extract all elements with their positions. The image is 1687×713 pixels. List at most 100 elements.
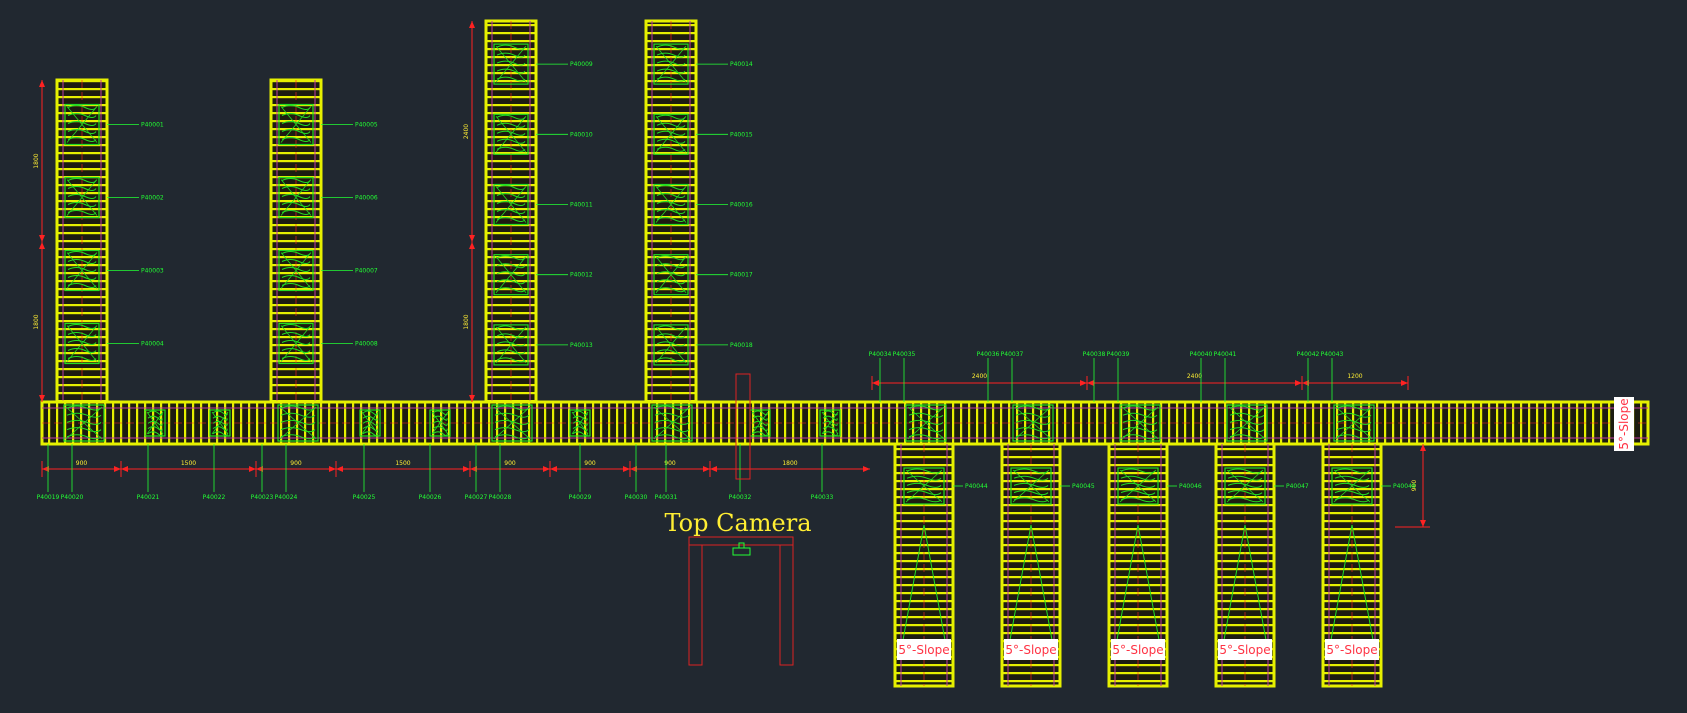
vertical-mesh-unit-diag	[280, 179, 312, 216]
spur-mesh-unit-wave	[1227, 490, 1263, 496]
main-transfer-unit-3	[491, 404, 533, 442]
spur-mesh-unit-wave	[1013, 468, 1049, 474]
vertical-mesh-unit-wave	[656, 287, 686, 293]
main-transfer-unit-9-box	[1333, 404, 1375, 442]
vertical-mesh-unit	[653, 43, 689, 85]
bottom-dimension-arrow-right	[703, 466, 710, 472]
tag-P40006: P40006	[355, 195, 378, 202]
main-mesh-unit-2-diag	[211, 411, 229, 435]
vertical-conveyor-2	[269, 78, 323, 404]
tag-P40016: P40016	[730, 202, 753, 209]
tag-P40004: P40004	[141, 341, 164, 348]
main-mesh-unit-2-wave	[212, 410, 228, 416]
vertical-mesh-unit-diag	[655, 45, 687, 83]
vertical-mesh-unit-wave	[496, 44, 526, 50]
vertical-mesh-unit-wave	[656, 146, 686, 152]
main-mesh-unit-1	[144, 409, 166, 437]
main-transfer-unit-4-wave	[654, 419, 690, 425]
tag-P40014: P40014	[730, 61, 753, 68]
vertical-mesh-unit-wave	[656, 130, 686, 136]
main-mesh-unit-5-wave	[572, 426, 588, 432]
main-transfer-unit-6-wave	[1015, 434, 1051, 440]
main-mesh-unit-3	[359, 409, 381, 437]
main-transfer-unit-2-diag	[279, 406, 317, 440]
main-mesh-unit-1-box	[144, 409, 166, 437]
vertical-mesh-unit-wave	[656, 114, 686, 120]
spur-mesh-unit-wave	[1120, 497, 1156, 503]
vertical-mesh-unit-diag	[655, 116, 687, 153]
tag-P40020: P40020	[61, 494, 84, 501]
main-transfer-unit-7-wave	[1122, 427, 1158, 433]
tag-P40026: P40026	[419, 494, 442, 501]
spur-mesh-unit-wave	[906, 490, 942, 496]
main-transfer-unit-9-wave	[1336, 405, 1372, 411]
main-transfer-unit-1-box	[63, 404, 105, 442]
vertical-mesh-unit-wave	[67, 251, 97, 256]
main-mesh-unit-4-wave	[432, 426, 448, 432]
vertical-mesh-unit	[278, 176, 314, 219]
vertical-mesh-unit-diag	[495, 326, 527, 364]
vertical-mesh-unit-wave	[67, 348, 97, 353]
main-transfer-unit-8-wave	[1229, 419, 1265, 425]
camera-icon	[732, 542, 751, 556]
spur-slope-box	[897, 639, 951, 660]
vertical-mesh-unit	[653, 183, 689, 226]
vertical-mesh-unit	[493, 183, 529, 226]
main-transfer-unit-2-wave	[280, 427, 316, 433]
spur-slope-box	[1218, 639, 1272, 660]
main-transfer-unit-4-wave	[654, 434, 690, 440]
vertical-mesh-unit-diag	[655, 186, 687, 223]
vertical-mesh-unit-box	[278, 103, 314, 146]
main-transfer-unit-5-diag	[907, 406, 945, 440]
top-dimension-label: 2400	[1187, 373, 1202, 380]
bottom-dimension-arrow-left	[710, 466, 717, 472]
main-mesh-unit-4-wave	[432, 431, 448, 437]
vertical-mesh-unit-wave	[496, 185, 526, 190]
spur-mesh-unit-wave	[906, 468, 942, 474]
vertical-mesh-unit-wave	[496, 209, 526, 214]
vertical-conveyor-4	[644, 19, 698, 404]
vertical-mesh-unit	[653, 254, 689, 296]
vertical-mesh-unit-box	[278, 249, 314, 292]
vertical-mesh-unit-wave	[67, 202, 97, 207]
main-transfer-unit-6	[1012, 404, 1054, 442]
vertical-dimension-label: 1800	[33, 153, 40, 168]
main-transfer-unit-1	[63, 404, 105, 442]
main-mesh-unit-1-wave	[147, 431, 163, 437]
spur-mesh-unit	[1010, 467, 1052, 505]
spur-mesh-unit-diag	[1226, 469, 1264, 503]
spur-conveyor-4: 5°-Slope	[1214, 442, 1276, 688]
main-line-end-slope-label: 5°-Slope	[1617, 398, 1631, 449]
main-mesh-unit-2	[209, 409, 231, 437]
vertical-mesh-unit-wave	[496, 60, 526, 66]
vertical-mesh-unit-wave	[281, 340, 311, 345]
main-transfer-unit-8-diag	[1228, 406, 1266, 440]
top-dimension-label: 1200	[1347, 373, 1362, 380]
main-transfer-unit-1-wave	[66, 427, 102, 433]
vertical-mesh-unit-wave	[281, 105, 311, 110]
spur-dimension-arrow-top	[1420, 444, 1426, 451]
spur-slope-indicator	[1330, 524, 1374, 641]
vertical-mesh-unit-diag	[495, 186, 527, 223]
tag-P40033: P40033	[811, 494, 834, 501]
main-transfer-unit-8-wave	[1229, 405, 1265, 411]
main-transfer-unit-1-wave	[66, 405, 102, 411]
tag-P40032: P40032	[729, 494, 752, 501]
vertical-mesh-unit	[64, 322, 100, 365]
main-mesh-unit-5-diag	[571, 411, 589, 435]
main-transfer-unit-2-wave	[280, 405, 316, 411]
vertical-mesh-unit-wave	[281, 194, 311, 199]
vertical-mesh-unit	[278, 249, 314, 292]
vertical-dimension-arrow-bottom	[469, 395, 475, 402]
bottom-dimension-label: 1800	[782, 460, 797, 467]
spur-slope-box	[1325, 639, 1379, 660]
spur-mesh-unit-wave	[1334, 497, 1370, 503]
bottom-dimension-arrow-right	[249, 466, 256, 472]
vertical-mesh-unit-box	[64, 103, 100, 146]
vertical-mesh-unit-diag	[66, 106, 98, 143]
main-transfer-unit-6-wave	[1015, 427, 1051, 433]
main-transfer-unit-5-box	[905, 404, 947, 442]
spur-mesh-unit	[1224, 467, 1266, 505]
spur-mesh-unit-wave	[1120, 490, 1156, 496]
